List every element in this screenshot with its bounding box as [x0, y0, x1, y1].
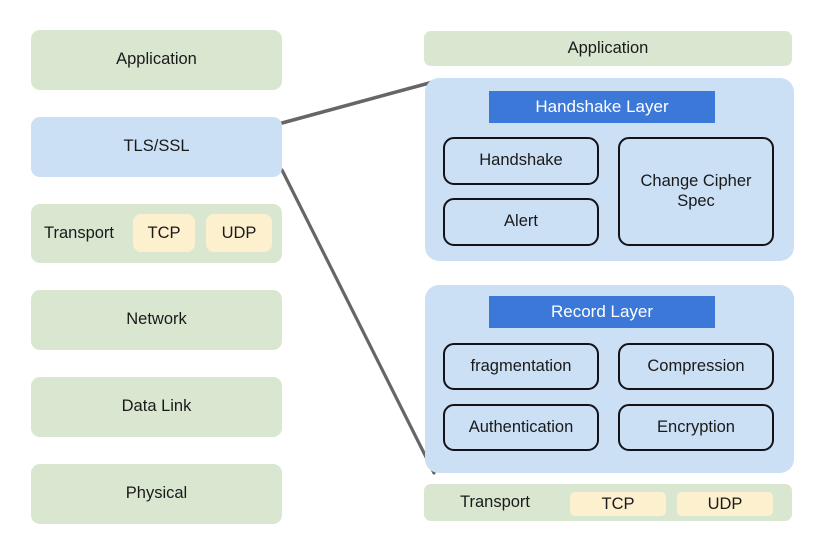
record-component-compression-label: Compression	[647, 356, 745, 375]
handshake-layer-title-label: Handshake Layer	[535, 97, 669, 116]
handshake-component-handshake-label: Handshake	[479, 151, 563, 170]
record-layer-title-label: Record Layer	[550, 302, 654, 321]
record-component-encryption[interactable]: Encryption	[618, 404, 774, 451]
osi-layer-application[interactable]: Application	[31, 30, 282, 90]
osi-layer-physical-label: Physical	[125, 484, 188, 503]
osi-transport-pill-udp-label: UDP	[221, 223, 257, 242]
osi-layer-transport-label: Transport	[44, 224, 114, 242]
detail-transport-pill-tcp[interactable]: TCP	[570, 492, 666, 516]
handshake-component-alert-label: Alert	[504, 212, 538, 231]
detail-transport-bar-label: Transport	[460, 493, 530, 511]
osi-transport-pill-tcp[interactable]: TCP	[133, 214, 195, 252]
record-component-compression[interactable]: Compression	[618, 343, 774, 390]
osi-layer-physical[interactable]: Physical	[31, 464, 282, 524]
osi-layer-data-link-label: Data Link	[121, 397, 192, 416]
handshake-layer-title: Handshake Layer	[489, 91, 715, 123]
osi-layer-network[interactable]: Network	[31, 290, 282, 350]
handshake-component-change-cipher-spec-label: Change Cipher Spec	[640, 171, 752, 210]
handshake-component-alert[interactable]: Alert	[443, 198, 599, 246]
osi-transport-pill-tcp-label: TCP	[147, 223, 181, 242]
record-layer-title: Record Layer	[489, 296, 715, 328]
record-component-authentication-label: Authentication	[468, 417, 574, 436]
record-component-fragmentation[interactable]: fragmentation	[443, 343, 599, 390]
record-component-encryption-label: Encryption	[657, 417, 735, 436]
osi-layer-data-link[interactable]: Data Link	[31, 377, 282, 437]
handshake-component-handshake[interactable]: Handshake	[443, 137, 599, 185]
detail-application-bar-label: Application	[567, 38, 649, 57]
osi-layer-tls-ssl[interactable]: TLS/SSL	[31, 117, 282, 177]
tls-to-handshake-connector	[280, 80, 435, 125]
detail-transport-pill-tcp-label: TCP	[601, 494, 635, 513]
detail-transport-pill-udp[interactable]: UDP	[677, 492, 773, 516]
handshake-component-change-cipher-spec[interactable]: Change Cipher Spec	[618, 137, 774, 246]
osi-layer-tls-ssl-label: TLS/SSL	[123, 137, 190, 156]
detail-transport-pill-udp-label: UDP	[707, 494, 743, 513]
osi-layer-application-label: Application	[116, 50, 197, 69]
osi-transport-pill-udp[interactable]: UDP	[206, 214, 272, 252]
record-component-authentication[interactable]: Authentication	[443, 404, 599, 451]
osi-layer-network-label: Network	[126, 310, 187, 329]
detail-application-bar[interactable]: Application	[424, 31, 792, 66]
tls-to-record-connector	[280, 168, 436, 475]
record-component-fragmentation-label: fragmentation	[470, 356, 572, 375]
